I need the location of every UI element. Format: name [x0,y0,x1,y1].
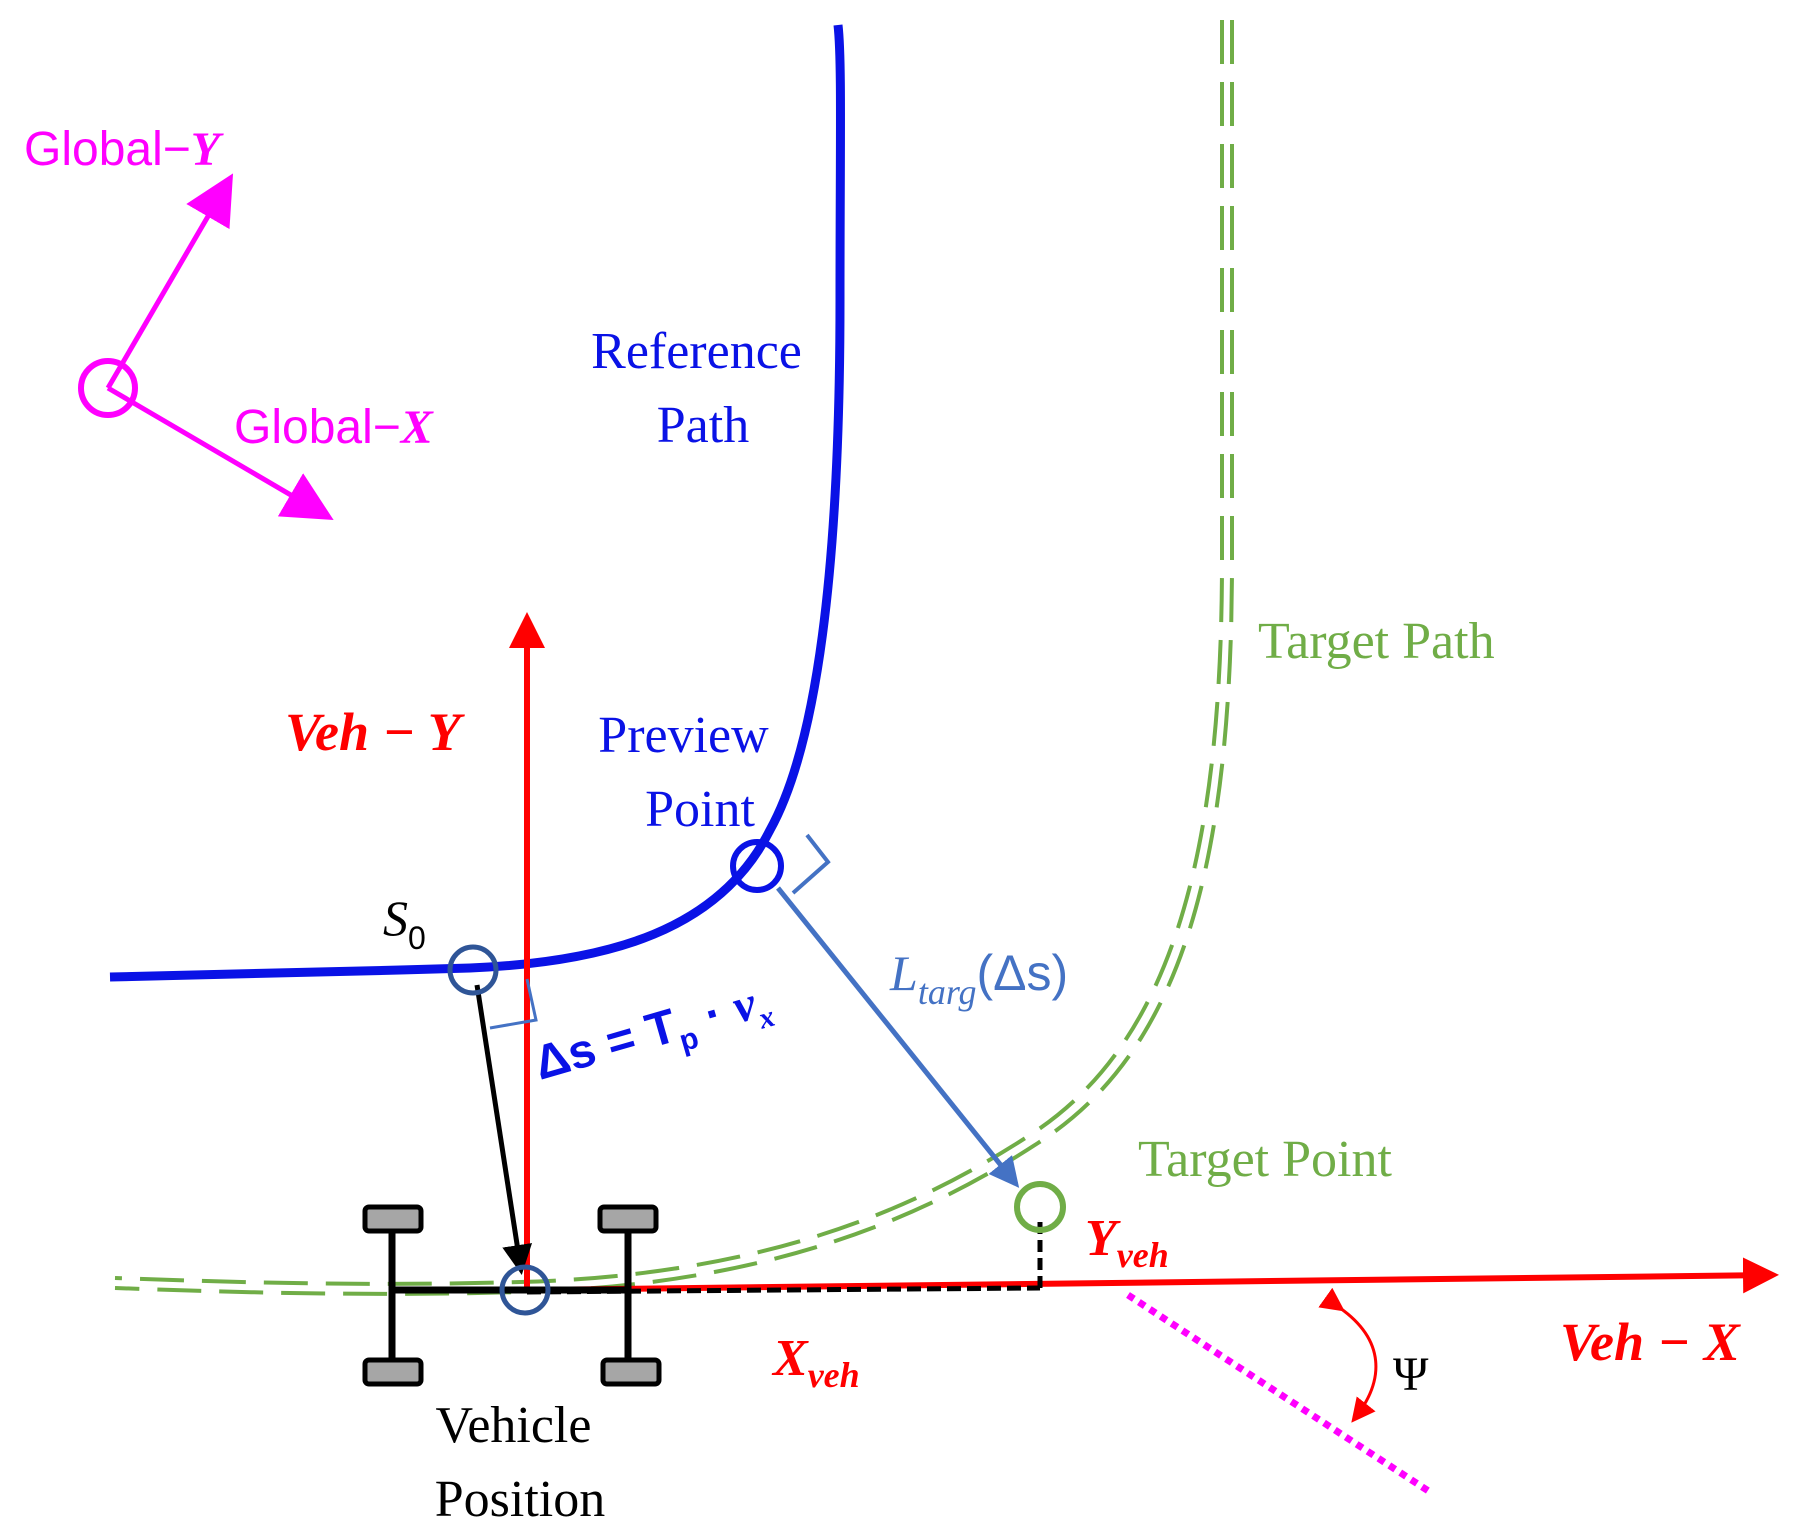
wheel-front-top [597,1204,659,1234]
vehicle [362,1204,662,1387]
psi-angle-arc [1318,1287,1378,1423]
veh-y-label: Veh − Y [285,702,466,762]
x-veh-projection [526,1285,1041,1295]
target-path-label: Target Path [1258,613,1495,670]
preview-point-label: Preview Point [598,707,781,838]
global-y-axis [105,173,234,390]
wheel-rear-bottom [362,1357,424,1387]
global-frame: Global−Y Global−X [24,123,434,521]
l-targ-arrow [776,886,1020,1188]
x-veh-label: Xveh [771,1330,860,1395]
heading-line [1126,1292,1432,1495]
veh-x-label: Veh − X [1560,1312,1742,1372]
target-point-marker [1014,1181,1066,1233]
target-path-line-a [114,20,1224,1286]
s0-label: S0 [383,890,426,956]
global-x-axis [106,385,334,521]
l-targ-label: Ltarg(Δs) [889,945,1068,1012]
s0-right-angle-marker [489,978,538,1030]
target-path-line-b [114,20,1234,1296]
delta-s-formula: Δs = Tp · vx [528,973,778,1098]
psi-label: Ψ [1393,1348,1429,1401]
wheel-front-bottom [600,1357,662,1387]
reference-path [109,24,845,982]
vehicle-position-label: Vehicle Position [435,1397,606,1528]
target-point-label: Target Point [1138,1131,1392,1188]
preview-right-angle-marker [791,833,831,895]
veh-x-axis [526,1257,1779,1294]
preview-point-marker [730,839,784,893]
y-veh-label: Yveh [1085,1210,1169,1275]
wheel-rear-top [362,1204,424,1234]
target-path [114,20,1234,1296]
global-y-label: Global−Y [24,123,224,176]
global-x-label: Global−X [234,401,434,454]
reference-path-label: Reference Path [591,323,815,454]
vehicle-position-marker [499,1264,551,1316]
s0-marker [447,944,499,996]
global-origin-marker [78,358,138,418]
s0-to-vehicle-arrow [474,984,533,1275]
